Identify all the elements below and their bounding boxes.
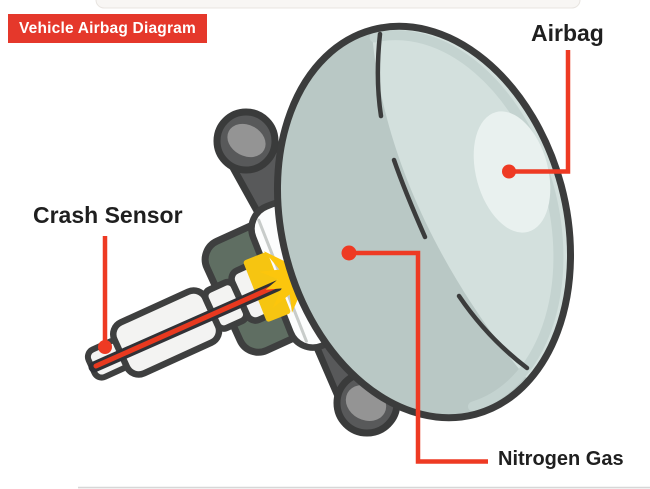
hub-top-knob-cap — [227, 123, 266, 158]
sensor-wire — [88, 280, 283, 373]
airbag-balloon — [273, 0, 613, 440]
airbag-point-dot — [502, 164, 516, 179]
leader-lines — [102, 50, 571, 464]
airbag-leader-line — [511, 50, 571, 174]
crash-sensor-label: Crash Sensor — [33, 202, 183, 228]
nitrogen-gas-label: Nitrogen Gas — [498, 448, 624, 470]
diagram-title-banner: Vehicle Airbag Diagram — [8, 14, 207, 43]
crash-sensor-point-dot — [98, 340, 112, 354]
balloon-crease — [375, 31, 530, 371]
airbag-label: Airbag — [531, 20, 604, 46]
sensor-wire-core — [93, 284, 277, 369]
balloon-outline — [273, 22, 575, 422]
nitrogen-gas-point-dot — [341, 245, 357, 261]
top-strip-decoration — [95, 0, 581, 9]
nitrogen-gas-leader-line — [350, 250, 488, 464]
